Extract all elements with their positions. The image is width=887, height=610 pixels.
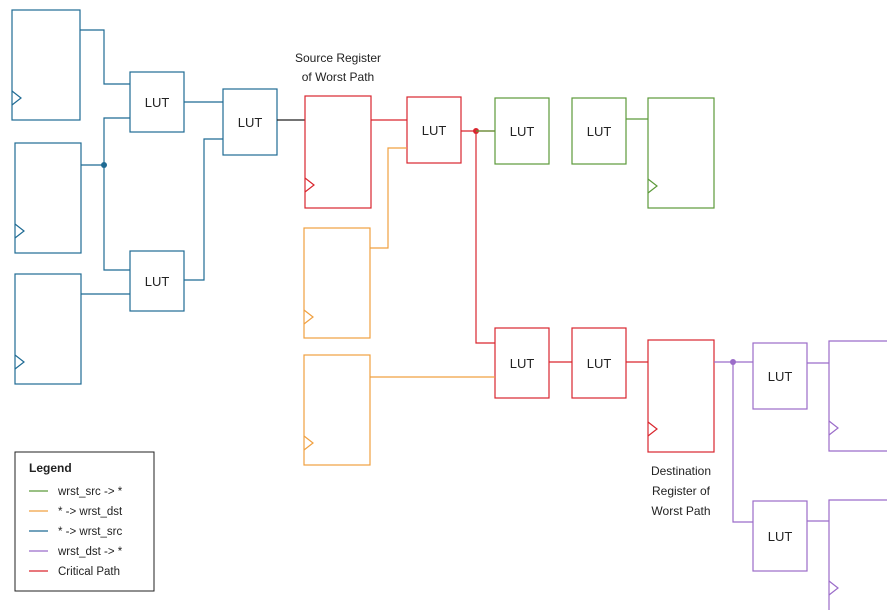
lut-label: LUT: [768, 529, 793, 544]
legend-box: [14, 451, 155, 592]
legend: Legend wrst_src -> * * -> wrst_dst * -> …: [14, 451, 155, 592]
purple-register-2: [828, 499, 887, 610]
orange-fanin-group: [303, 147, 495, 466]
wire: [370, 147, 407, 249]
lut-label: LUT: [510, 124, 535, 139]
clock-triangle: [14, 223, 25, 239]
clock-triangle: [11, 90, 22, 106]
purple-register-1: [828, 340, 887, 452]
legend-label: Critical Path: [58, 566, 120, 578]
destination-register-annotation: Destination Register of Worst Path: [651, 464, 711, 518]
wire: [184, 138, 223, 281]
purple-lut-2: [752, 500, 808, 572]
wire: [81, 117, 130, 166]
lut-label: LUT: [768, 369, 793, 384]
legend-label: * -> wrst_src: [58, 526, 122, 538]
lut-label: LUT: [587, 124, 612, 139]
legend-label: * -> wrst_dst: [58, 506, 123, 518]
wire: [732, 362, 753, 523]
lut-labels: LUT LUT LUT LUT LUT LUT LUT LUT LUT LUT: [145, 95, 793, 544]
annotation-line: Destination: [651, 464, 711, 478]
clock-triangle: [647, 421, 658, 437]
lut-label: LUT: [587, 356, 612, 371]
green-fanout-group: [476, 97, 715, 209]
clock-triangle: [828, 420, 839, 436]
lut-label: LUT: [145, 95, 170, 110]
legend-title: Legend: [29, 461, 72, 475]
blue-fanin-group: [11, 9, 278, 385]
blue-register-2: [14, 142, 82, 254]
lut-label: LUT: [422, 123, 447, 138]
blue-register-3: [14, 273, 82, 385]
critical-path-group: [304, 95, 715, 453]
annotation-line: of Worst Path: [302, 70, 374, 84]
clock-triangle: [647, 178, 658, 194]
clock-triangle: [303, 309, 314, 325]
lut-label: LUT: [145, 274, 170, 289]
green-register: [647, 97, 715, 209]
annotation-line: Worst Path: [651, 504, 710, 518]
legend-label: wrst_dst -> *: [57, 546, 123, 558]
green-lut-1: [494, 97, 550, 165]
source-register-annotation: Source Register of Worst Path: [295, 51, 381, 84]
source-register: [304, 95, 372, 209]
clock-triangle: [828, 580, 839, 596]
red-lut-2: [494, 327, 550, 399]
red-lut-1: [406, 96, 462, 164]
junction-dot: [101, 162, 107, 168]
blue-lut-merge: [222, 88, 278, 156]
red-lut-3: [571, 327, 627, 399]
green-lut-2: [571, 97, 627, 165]
destination-register: [647, 339, 715, 453]
lut-label: LUT: [510, 356, 535, 371]
annotation-line: Register of: [652, 484, 711, 498]
blue-register-1: [11, 9, 81, 121]
lut-label: LUT: [238, 115, 263, 130]
orange-register-1: [303, 227, 371, 339]
wire: [103, 165, 130, 271]
purple-lut-1: [752, 342, 808, 410]
blue-lut-bottom: [129, 250, 185, 312]
purple-fanout-group: [714, 340, 887, 610]
wire: [475, 131, 495, 344]
legend-label: wrst_src -> *: [57, 486, 123, 498]
clock-triangle: [303, 435, 314, 451]
annotation-line: Source Register: [295, 51, 381, 65]
wire: [80, 29, 130, 85]
clock-triangle: [304, 177, 315, 193]
clock-triangle: [14, 354, 25, 370]
orange-register-2: [303, 354, 371, 466]
